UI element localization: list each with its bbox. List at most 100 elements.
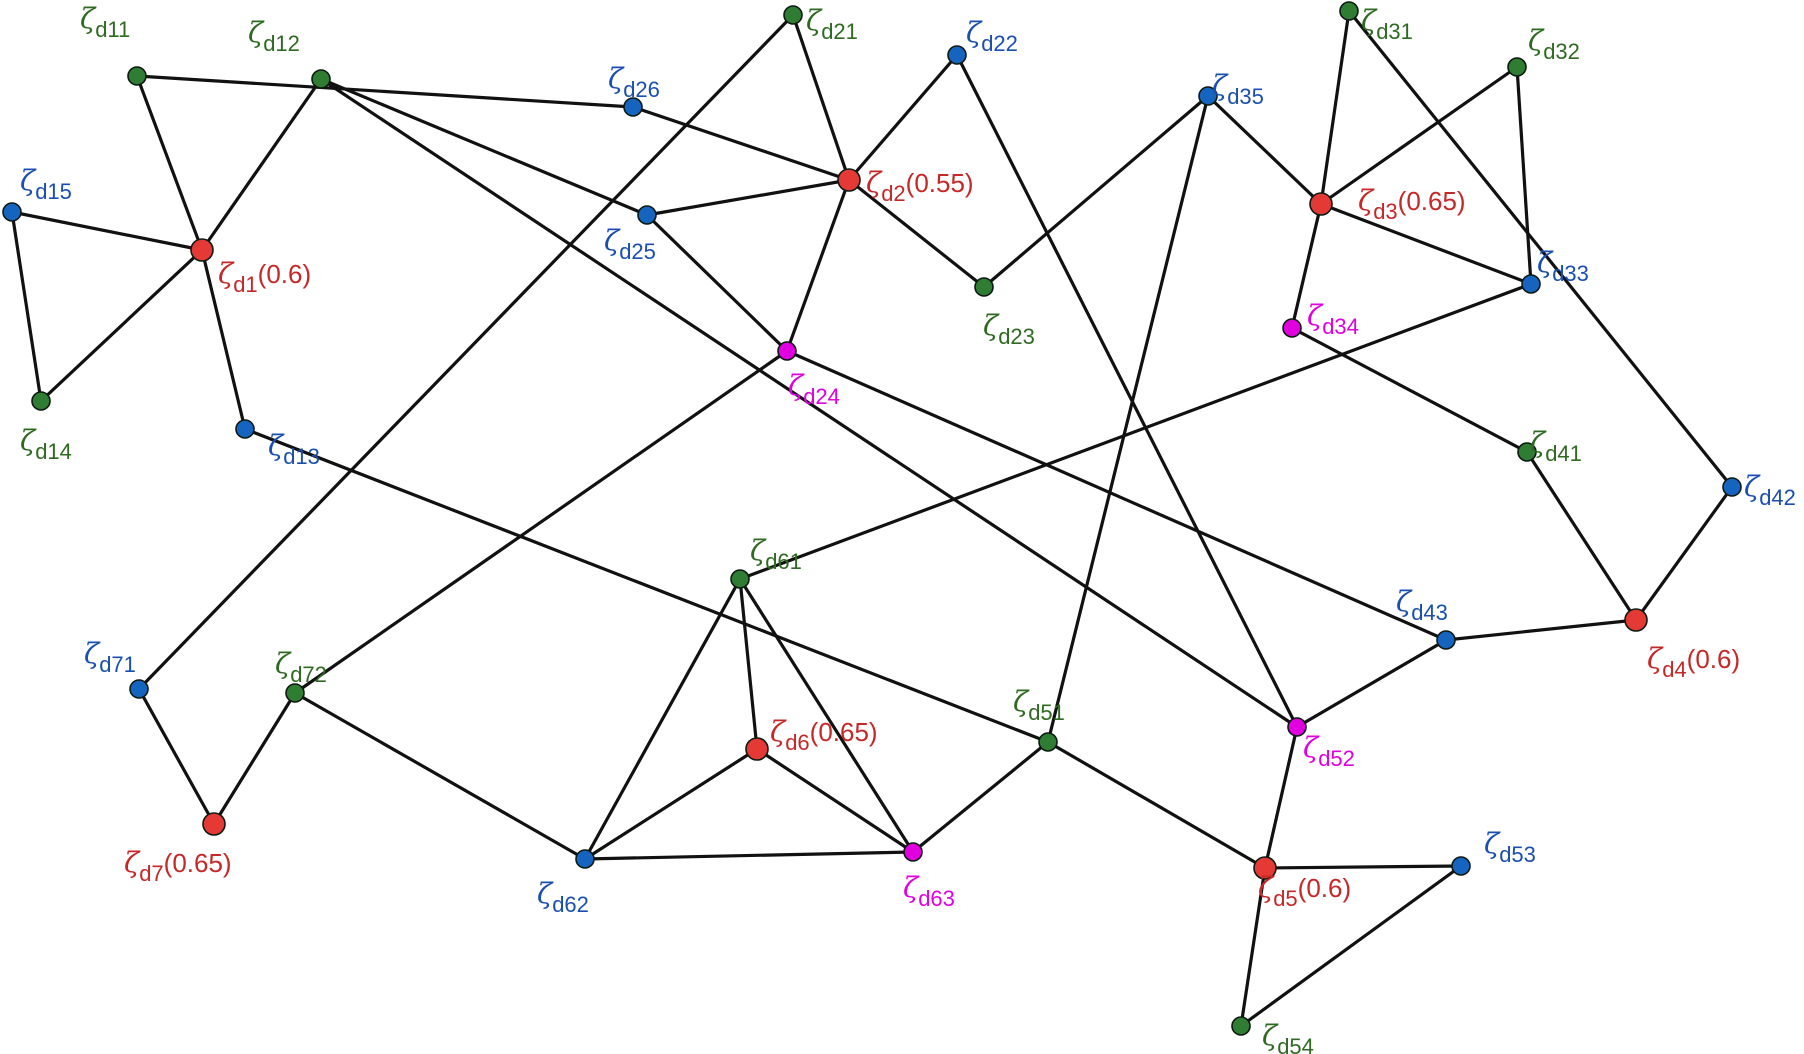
edge-d1-d13	[200, 249, 247, 430]
label-d13: ζd13	[268, 429, 320, 469]
edge-d6-d63	[756, 747, 914, 854]
edge-d51-d63	[911, 740, 1050, 854]
edge-d61-d62	[583, 578, 742, 860]
node-d22	[947, 45, 967, 65]
edge-d42-d4	[1634, 486, 1734, 621]
edge-d24-d72	[294, 349, 788, 695]
label-d15: ζd15	[20, 164, 72, 204]
label-d26: ζd26	[608, 62, 660, 102]
edge-d5-d53	[1264, 864, 1462, 870]
label-d7: ζd7(0.65)	[124, 846, 232, 886]
label-d5: ζd5(0.6)	[1258, 871, 1351, 911]
node-d31	[1339, 1, 1359, 21]
label-d41: ζd41	[1530, 426, 1582, 466]
edge-d35-d3	[1206, 94, 1323, 206]
edge-d41-d4	[1525, 451, 1638, 621]
edge-d72-d62	[294, 691, 586, 861]
edge-d25-d2	[646, 178, 850, 217]
label-d61: ζd61	[750, 534, 802, 574]
edge-d62-d63	[584, 850, 914, 861]
node-d3	[1309, 192, 1333, 216]
node-d4	[1624, 608, 1648, 632]
label-d71: ζd71	[84, 637, 136, 677]
edge-d61-d6	[738, 578, 759, 750]
edge-d32-d3	[1320, 65, 1518, 206]
edge-d25-d24	[645, 213, 789, 353]
edge-d14-d1	[39, 248, 204, 403]
edge-d12-d1	[200, 78, 323, 251]
node-d52	[1287, 717, 1307, 737]
node-d41	[1517, 442, 1537, 462]
edge-d13-d51	[244, 427, 1049, 744]
edge-d2-d24	[785, 179, 851, 352]
node-d12	[311, 69, 331, 89]
node-d11	[127, 66, 147, 86]
edge-d34-d41	[1291, 326, 1528, 454]
edge-d21-d71	[137, 13, 795, 691]
edge-d5-d54	[1239, 867, 1267, 1027]
label-d11: ζd11	[80, 2, 130, 42]
edge-d15-d14	[10, 211, 43, 402]
edge-d61-d63	[738, 578, 915, 853]
label-d53: ζd53	[1484, 827, 1536, 867]
label-d22: ζd22	[966, 16, 1018, 56]
node-d32	[1507, 57, 1527, 77]
label-d1: ζd1(0.6)	[218, 257, 311, 297]
label-d4: ζd4(0.6)	[1647, 642, 1740, 682]
label-d35: ζd35	[1212, 69, 1264, 109]
node-d23	[974, 277, 994, 297]
node-d54	[1231, 1016, 1251, 1036]
label-d24: ζd24	[788, 369, 840, 409]
label-d31: ζd31	[1361, 4, 1413, 44]
edge-d21-d2	[791, 14, 851, 181]
label-d25: ζd25	[604, 224, 656, 264]
label-d51: ζd51	[1013, 685, 1065, 725]
label-d6: ζd6(0.65)	[770, 715, 878, 755]
edge-d35-d51	[1046, 95, 1210, 743]
edge-d71-d7	[137, 688, 216, 825]
edge-d23-d35	[982, 94, 1210, 289]
node-d13	[235, 419, 255, 439]
edge-d52-d5	[1263, 726, 1299, 869]
label-d54: ζd54	[1262, 1019, 1314, 1054]
edge-d12-d52	[320, 77, 1298, 729]
node-d6	[745, 737, 769, 761]
label-d63: ζd63	[903, 871, 955, 911]
node-d42	[1722, 477, 1742, 497]
edge-d11-d1	[135, 75, 204, 251]
label-d33: ζd33	[1537, 246, 1589, 286]
edge-d53-d54	[1240, 864, 1462, 1028]
edge-d26-d2	[632, 105, 850, 182]
label-d21: ζd21	[806, 4, 858, 44]
edge-d22-d2	[847, 53, 959, 182]
edge-d24-d43	[786, 349, 1447, 642]
edge-d32-d33	[1515, 66, 1533, 285]
label-d52: ζd52	[1303, 731, 1355, 771]
edge-d12-d25	[320, 77, 648, 217]
edge-d2-d23	[848, 178, 985, 289]
edge-d43-d52	[1296, 638, 1447, 729]
label-d34: ζd34	[1307, 299, 1359, 339]
edge-d11-d26	[136, 74, 634, 109]
node-d25	[637, 205, 657, 225]
node-d71	[129, 679, 149, 699]
nodes-layer	[2, 1, 1742, 1036]
edge-d22-d52	[955, 54, 1299, 728]
edge-d51-d5	[1047, 740, 1266, 870]
edge-d3-d33	[1320, 202, 1532, 286]
edge-d3-d34	[1290, 203, 1323, 329]
node-d63	[903, 842, 923, 862]
node-d51	[1038, 732, 1058, 752]
node-d33	[1521, 274, 1541, 294]
node-d35	[1198, 86, 1218, 106]
node-d24	[777, 341, 797, 361]
edge-d33-d61	[739, 282, 1532, 581]
label-d72: ζd72	[275, 647, 327, 687]
node-d53	[1451, 856, 1471, 876]
label-d2: ζd2(0.55)	[866, 166, 974, 206]
edge-d6-d62	[584, 747, 758, 861]
node-d43	[1436, 630, 1456, 650]
label-d32: ζd32	[1528, 24, 1580, 64]
